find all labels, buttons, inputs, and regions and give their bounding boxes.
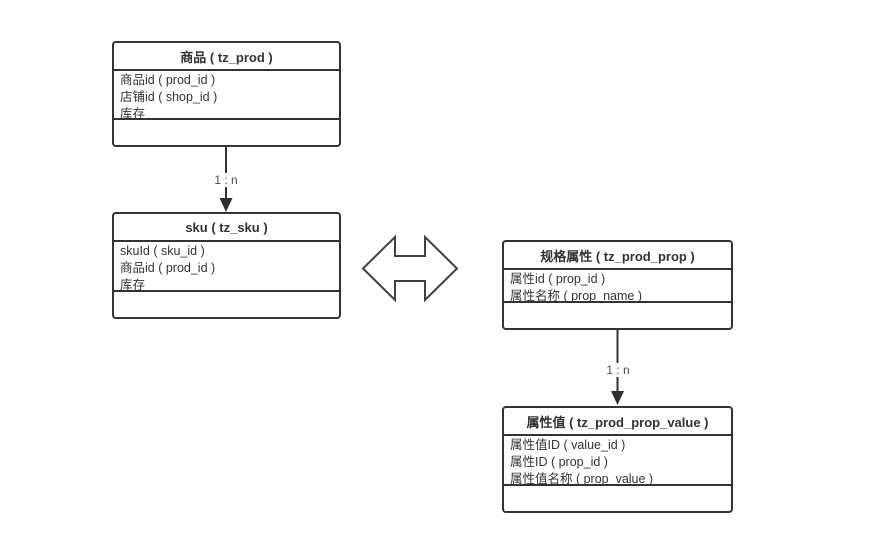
- entity-field: 库存: [120, 107, 146, 118]
- entity-box-prod-prop: 规格属性 ( tz_prod_prop ) 属性id ( prop_id ) 属…: [502, 240, 733, 330]
- entity-field: 属性值名称 ( prop_value ): [510, 472, 654, 484]
- relation-label-prop-value: 1 : n: [603, 363, 633, 377]
- entity-field: 属性ID ( prop_id ): [510, 455, 608, 469]
- entity-footer: [114, 118, 339, 145]
- entity-title-sku: sku ( tz_sku ): [114, 214, 339, 242]
- entity-box-sku: sku ( tz_sku ) skuId ( sku_id ) 商品id ( p…: [112, 212, 341, 319]
- entity-title-prod-prop: 规格属性 ( tz_prod_prop ): [504, 242, 731, 270]
- entity-footer: [504, 484, 731, 511]
- entity-fields-prod-prop-value: 属性值ID ( value_id ) 属性ID ( prop_id ) 属性值名…: [504, 436, 731, 484]
- double-arrow-icon: [361, 234, 459, 303]
- arrowhead-down-icon: [611, 391, 624, 405]
- entity-title-prod: 商品 ( tz_prod ): [114, 43, 339, 71]
- arrowhead-down-icon: [219, 198, 233, 212]
- entity-field: 属性名称 ( prop_name ): [510, 289, 642, 301]
- entity-box-prod: 商品 ( tz_prod ) 商品id ( prod_id ) 店铺id ( s…: [112, 41, 341, 147]
- entity-fields-sku: skuId ( sku_id ) 商品id ( prod_id ) 库存: [114, 242, 339, 290]
- entity-field: 店铺id ( shop_id ): [120, 90, 218, 104]
- entity-field: 属性id ( prop_id ): [510, 272, 606, 286]
- entity-field: 商品id ( prod_id ): [120, 261, 216, 275]
- entity-field: skuId ( sku_id ): [120, 244, 205, 258]
- entity-fields-prod-prop: 属性id ( prop_id ) 属性名称 ( prop_name ): [504, 270, 731, 301]
- entity-box-prod-prop-value: 属性值 ( tz_prod_prop_value ) 属性值ID ( value…: [502, 406, 733, 513]
- entity-field: 属性值ID ( value_id ): [510, 438, 626, 452]
- entity-field: 商品id ( prod_id ): [120, 73, 216, 87]
- relation-label-prod-sku: 1 : n: [211, 173, 241, 187]
- entity-fields-prod: 商品id ( prod_id ) 店铺id ( shop_id ) 库存: [114, 71, 339, 118]
- entity-field: 库存: [120, 278, 146, 290]
- entity-title-prod-prop-value: 属性值 ( tz_prod_prop_value ): [504, 408, 731, 436]
- entity-footer: [114, 290, 339, 317]
- entity-footer: [504, 301, 731, 328]
